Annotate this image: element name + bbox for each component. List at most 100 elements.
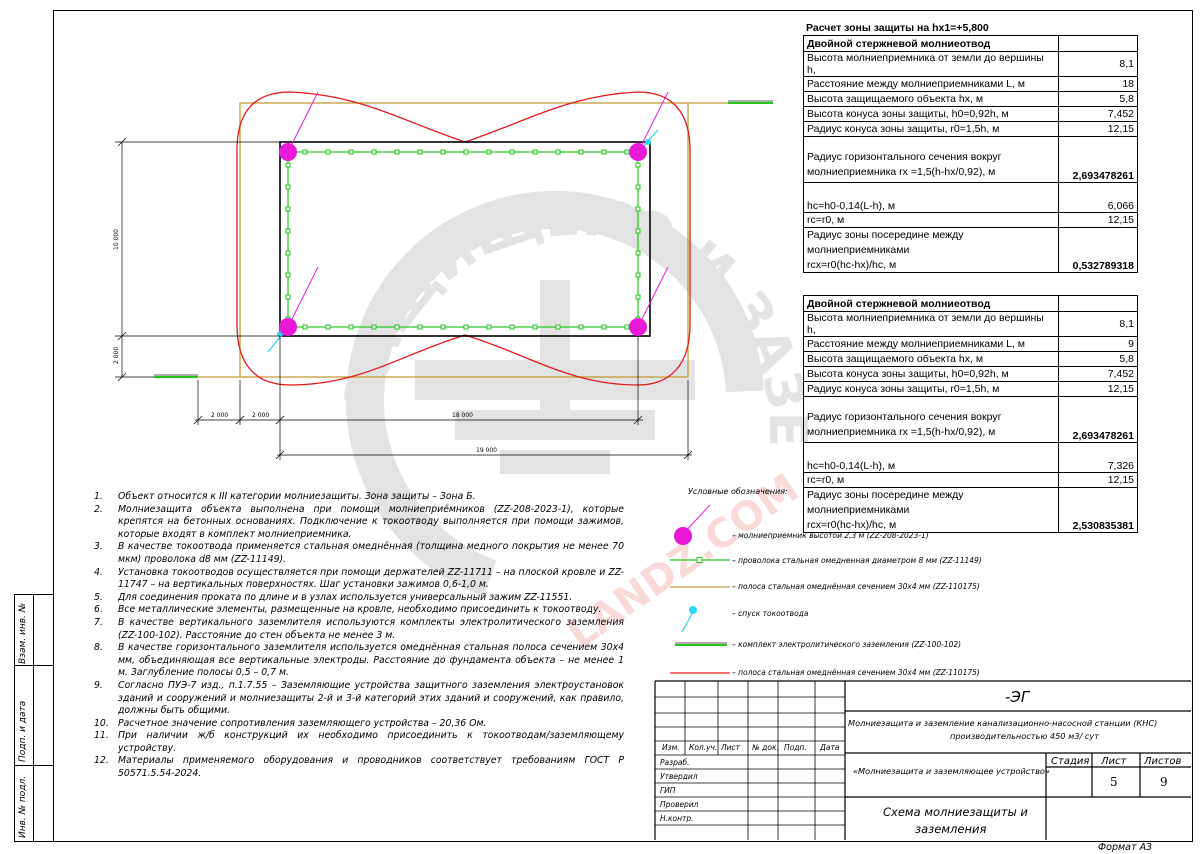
note-item: 4. Установка токоотводов осуществляется п… — [94, 567, 624, 592]
side-inv-podl: Инв. № подл. — [18, 775, 28, 838]
wire-clamp — [285, 184, 291, 190]
stamp-col-header: Кол.уч. — [689, 743, 718, 752]
note-number: 7. — [94, 616, 103, 628]
note-text: При наличии ж/б конструкций их необходим… — [118, 730, 624, 754]
wire-clamp — [394, 324, 400, 330]
general-notes: 1.Объект относится к III категории молни… — [94, 491, 624, 781]
legend-item-air-terminal: – молниеприемник высотой 2,3 м (ZZ-208-2… — [732, 531, 929, 540]
legend-item-strip: – полоса стальная омеднённая сечением 30… — [732, 582, 980, 591]
legend-item-red-strip: – полоса стальная омеднённая сечением 30… — [732, 668, 980, 677]
table-row: Расстояние между молниеприемниками L, м — [803, 76, 1059, 92]
stamp-title-2: заземления — [915, 822, 987, 836]
note-number: 2. — [94, 503, 103, 515]
note-item: 7. В качестве вертикального заземлителя и… — [94, 617, 624, 642]
wire-clamp — [578, 149, 584, 155]
sheet-frame — [53, 10, 1193, 842]
stamp-sheets-label: Листов — [1144, 756, 1182, 767]
wire-clamp — [463, 324, 469, 330]
ground-strip — [198, 102, 728, 378]
table-row: hc=h0-0,14(L-h), м — [803, 442, 1059, 473]
note-number: 9. — [94, 679, 103, 691]
table-row: Высота конуса зоны защиты, h0=0,92h, м — [803, 366, 1059, 382]
dim-19000: 19 000 — [476, 447, 497, 454]
table-row: Высота защищаемого объекта hx, м — [803, 91, 1059, 107]
note-number: 4. — [94, 566, 103, 578]
note-item: 3.В качестве токоотвода применяется стал… — [94, 541, 624, 566]
wire-clamp — [302, 324, 308, 330]
legend-item-wire: – проволока стальная омедненная диаметро… — [732, 556, 982, 565]
table-row: rc=r0, м — [803, 212, 1059, 228]
legend-item-electrode: – комплект электролитического заземления… — [732, 640, 962, 649]
wire-clamp — [532, 324, 538, 330]
wire-clamp — [285, 206, 291, 212]
roof-conductor — [287, 151, 639, 328]
stamp-stage-label: Стадия — [1051, 756, 1090, 767]
stamp-role: Утвердил — [660, 772, 698, 781]
wire-clamp — [624, 149, 630, 155]
note-item: 2.Молниезащита объекта выполнена при пом… — [94, 504, 624, 542]
wire-clamp — [417, 149, 423, 155]
note-text: В качестве вертикального заземлителя исп… — [118, 616, 624, 641]
stamp-sheet-label: Лист — [1101, 756, 1127, 767]
wire-clamp — [285, 228, 291, 234]
note-item: 8. В качестве горизонтального заземлителя… — [94, 642, 624, 680]
air-terminals — [279, 91, 669, 336]
stamp-col-header: Лист — [721, 743, 741, 752]
wire-clamp — [285, 294, 291, 300]
note-number: 5. — [94, 591, 103, 603]
wire-clamp — [302, 149, 308, 155]
wire-clamp — [601, 324, 607, 330]
wire-clamp — [635, 228, 641, 234]
note-text: Расчетное значение сопротивления заземля… — [118, 717, 487, 729]
dimension-lines — [115, 137, 693, 460]
wire-clamp — [325, 324, 331, 330]
table-row: rc=r0, м — [803, 472, 1059, 488]
stamp-col-header: Дата — [820, 743, 840, 752]
wire-clamp — [417, 324, 423, 330]
wire-clamp — [394, 149, 400, 155]
note-number: 8. — [94, 642, 103, 654]
table-row: hc=h0-0,14(L-h), м — [803, 182, 1059, 213]
note-number: 1. — [94, 491, 103, 502]
wire-clamp — [440, 324, 446, 330]
stamp-section: «Молниезащита и заземляющее устройство» — [853, 766, 1050, 776]
note-number: 12. — [94, 755, 109, 767]
table-row: Радиус конуса зоны защиты, r0=1,5h, м — [803, 381, 1059, 397]
calc-table-2: Двойной стержневой молниеотвод Высота мо… — [803, 295, 1138, 533]
table-row: Радиус конуса зоны защиты, r0=1,5h, м — [803, 121, 1059, 137]
wire-clamp — [578, 324, 584, 330]
note-number: 10. — [94, 717, 109, 729]
note-text: Согласно ПУЭ-7 изд., п.1.7.55 – Заземляю… — [118, 679, 624, 717]
stamp-col-header: Изм. — [662, 743, 680, 752]
ground-electrode — [154, 100, 773, 378]
note-text: В качестве горизонтального заземлителя и… — [118, 642, 624, 679]
note-text: Материалы применяемого оборудования и пр… — [118, 755, 624, 780]
stamp-role: Разраб. — [660, 758, 690, 767]
air-terminal-1 — [279, 143, 297, 161]
wire-clamp — [348, 149, 354, 155]
wire-clamp — [635, 184, 641, 190]
wire-clamp — [285, 272, 291, 278]
wire-clamp — [509, 149, 515, 155]
stamp-project: Молниезащита и заземление канализационно… — [848, 718, 1158, 728]
note-text: В качестве токоотвода применяется стальн… — [118, 541, 624, 565]
table-row: Высота конуса зоны защиты, h0=0,92h, м — [803, 106, 1059, 122]
wire-clamp — [285, 250, 291, 256]
calc-table-2-title: Двойной стержневой молниеотвод — [803, 295, 1059, 312]
dimension-labels: 10 000 2 000 2 000 2 000 18 000 19 000 — [113, 229, 497, 454]
wire-clamp — [371, 324, 377, 330]
stamp-role: Проверил — [660, 800, 699, 809]
wire-clamp — [635, 206, 641, 212]
dim-10000: 10 000 — [113, 229, 120, 250]
wire-clamp — [532, 149, 538, 155]
wire-clamp — [555, 149, 561, 155]
air-terminal-3 — [279, 318, 297, 336]
note-text: Установка токоотводов осуществляется при… — [118, 566, 624, 591]
wire-clamp — [601, 149, 607, 155]
stamp-sheets: 9 — [1160, 775, 1168, 789]
note-item: 6.Все металлические элементы, размещенны… — [94, 604, 624, 617]
